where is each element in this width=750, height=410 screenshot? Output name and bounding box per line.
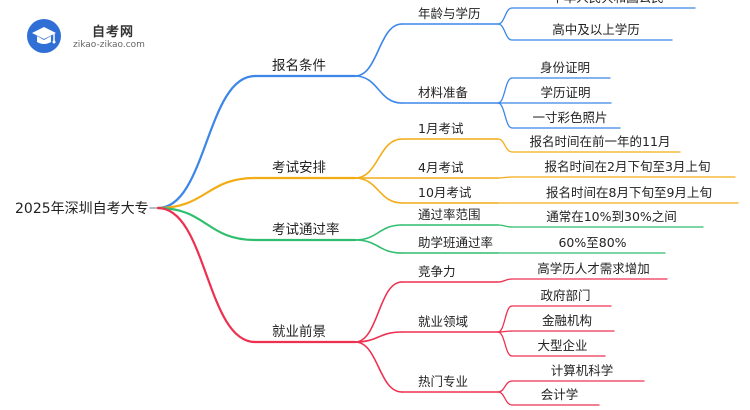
branch-1-topic-2-label: 材料准备	[418, 85, 469, 100]
branch-4-topic-3-leaf-2-label: 会计学	[541, 387, 579, 402]
branch-4-topic-1-leaf-1-label: 高学历人才需求增加	[537, 261, 650, 276]
branch-2-topic-1-connector	[354, 138, 403, 179]
branch-1-topic-1-label: 年龄与学历	[418, 6, 481, 21]
branch-4-topic-3-leaf-2-connector	[497, 391, 513, 406]
branch-3-topic-1-label: 通过率范围	[418, 207, 481, 222]
logo-domain: zikao-zikao.com	[73, 40, 145, 50]
branch-4-topic-2-leaf-2-label: 金融机构	[542, 313, 592, 328]
branch-1-topic-2-leaf-3-label: 一寸彩色照片	[532, 110, 607, 125]
mind-map-edges	[149, 7, 739, 406]
branch-2-topic-2-leaf-1-connector	[497, 176, 513, 179]
branch-2-topic-1-leaf-1-connector	[497, 138, 513, 153]
branch-2-topic-1-label: 1月考试	[418, 121, 464, 136]
branch-1-topic-1-leaf-1-label: 中华人民共和国公民	[551, 0, 664, 5]
logo-name: 自考网	[92, 25, 135, 40]
branch-4-topic-2-label: 就业领域	[418, 314, 468, 329]
branch-4-topic-2-leaf-1-connector	[497, 305, 513, 333]
branch-4-topic-3-connector	[354, 341, 403, 393]
branch-1-topic-2-leaf-1-connector	[497, 77, 513, 104]
branch-3-topic-1-leaf-1-connector	[497, 224, 513, 228]
branch-3-topic-1-leaf-1-label: 通常在10%到30%之间	[546, 209, 677, 224]
branch-1-topic-1-connector	[354, 23, 403, 77]
branch-3-topic-2-label: 助学班通过率	[418, 235, 493, 250]
branch-1-label: 报名条件	[272, 57, 326, 74]
branch-1-topic-1-leaf-1-connector	[497, 7, 513, 25]
root-topic: 2025年深圳自考大专	[15, 201, 149, 217]
branch-4-label: 就业前景	[272, 323, 326, 340]
branch-1-topic-2-connector	[354, 75, 403, 104]
branch-3-label: 考试通过率	[272, 221, 340, 238]
branch-4-topic-2-leaf-3-label: 大型企业	[537, 338, 587, 353]
branch-3-topic-2-connector	[354, 239, 403, 254]
branch-2-topic-3-label: 10月考试	[418, 185, 472, 200]
graduation-cap-icon	[27, 19, 61, 53]
branch-1-topic-1-leaf-2-label: 高中及以上学历	[552, 22, 640, 37]
branch-4-topic-1-connector	[354, 281, 403, 343]
branch-4-topic-1-label: 竞争力	[418, 264, 456, 279]
branch-2-topic-1-leaf-1-label: 报名时间在前一年的11月	[530, 134, 671, 149]
branch-3-connector	[156, 206, 257, 242]
branch-4-topic-2-leaf-1-label: 政府部门	[540, 288, 590, 303]
branch-1-connector	[156, 74, 257, 210]
branch-4-topic-3-leaf-1-label: 计算机科学	[551, 363, 614, 378]
branch-4-topic-2-leaf-3-connector	[497, 331, 513, 357]
branch-1-topic-2-leaf-1-label: 身份证明	[540, 60, 590, 75]
branch-2-topic-3-connector	[354, 177, 403, 204]
branch-3-topic-2-leaf-1-label: 60%至80%	[558, 235, 626, 250]
branch-2-connector	[156, 176, 257, 210]
branch-4-topic-1-leaf-1-connector	[497, 278, 513, 283]
branch-1-topic-1-leaf-2-connector	[497, 23, 513, 41]
branch-4-topic-3-leaf-1-connector	[497, 380, 513, 393]
branch-4-connector	[156, 206, 257, 344]
branch-2-topic-3-leaf-1-label: 报名时间在8月下旬至9月上旬	[546, 185, 712, 200]
branch-2-topic-2-leaf-1-label: 报名时间在2月下旬至3月上旬	[545, 159, 711, 174]
branch-1-topic-2-leaf-2-label: 学历证明	[540, 85, 590, 100]
branch-2-label: 考试安排	[272, 160, 326, 176]
branch-4-topic-2-connector	[354, 331, 403, 343]
branch-3-topic-1-connector	[354, 224, 403, 241]
branch-4-topic-3-label: 热门专业	[418, 374, 468, 389]
site-logo[interactable]: 自考网 zikao-zikao.com	[26, 16, 156, 56]
branch-1-topic-2-leaf-3-connector	[497, 102, 513, 129]
mind-map-nodes: 2025年深圳自考大专 报名条件 年龄与学历 中华人民共和国公民高中及以上学历材料准备…	[15, 0, 712, 402]
branch-2-topic-2-label: 4月考试	[418, 160, 464, 175]
